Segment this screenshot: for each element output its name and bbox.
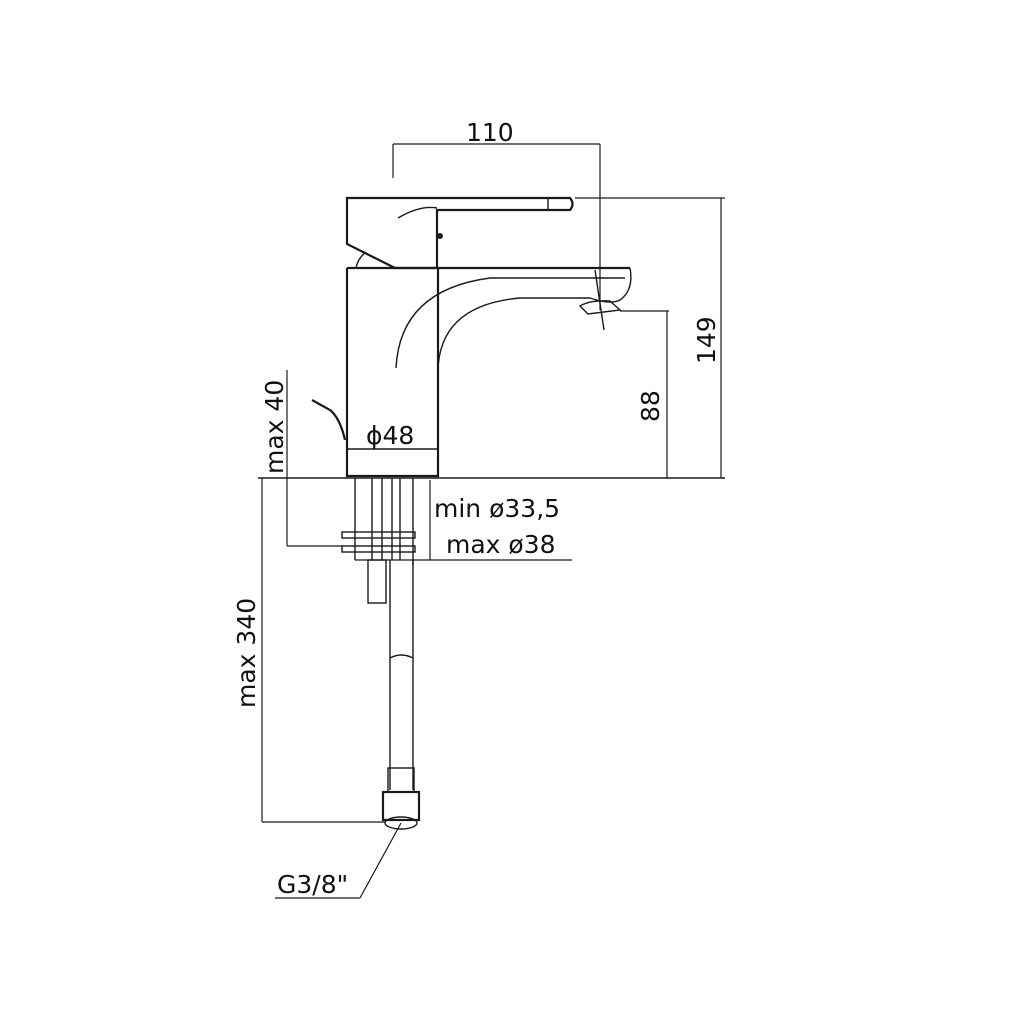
dim-outlet-height <box>620 310 669 478</box>
label-deck-thickness: max 40 <box>260 379 289 474</box>
label-total-height: 149 <box>692 316 721 364</box>
label-body-diameter: ϕ48 <box>366 421 415 450</box>
dim-total-height <box>575 197 725 478</box>
faucet-body <box>345 266 632 478</box>
label-hole-min: min ø33,5 <box>434 494 561 523</box>
shank-and-hoses <box>341 478 421 830</box>
label-reach: 110 <box>466 118 514 147</box>
leader-thread <box>275 822 402 899</box>
dim-deck-thickness <box>286 370 342 547</box>
label-outlet-height: 88 <box>636 390 665 422</box>
handle-lever <box>345 196 574 270</box>
label-hole-max: max ø38 <box>446 530 556 559</box>
label-hose-length: max 340 <box>232 597 261 708</box>
popup-rod <box>311 399 347 441</box>
dim-hose <box>261 478 385 823</box>
label-thread: G3/8" <box>277 870 349 899</box>
dim-hole <box>355 480 572 561</box>
dim-reach <box>392 143 601 310</box>
